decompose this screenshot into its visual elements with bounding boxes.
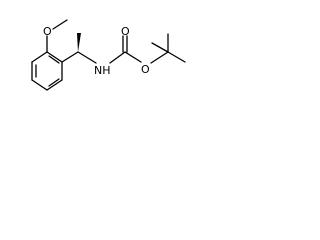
carbamate-group: NH O O [94, 25, 150, 77]
tert-butyl-methyl-bond [167, 51, 186, 63]
tert-butyl-group [150, 33, 186, 64]
chiral-center [61, 33, 97, 64]
ring-bond [46, 79, 63, 91]
ring-bond [31, 51, 48, 63]
carbonyl-oxygen-label: O [121, 25, 130, 38]
oxygen-to-methyl-bond [52, 19, 68, 30]
benzene-ring [31, 51, 63, 91]
ring-to-chiral-bond [61, 51, 79, 63]
ester-oxygen-label: O [141, 63, 150, 76]
amine-nitrogen-label: NH [94, 64, 111, 77]
ring-double-bond-inner [48, 55, 60, 64]
ring-bond [46, 51, 63, 63]
methoxy-oxygen-label: O [43, 25, 52, 38]
molecule-structure: O NH O O [31, 19, 186, 91]
chiral-to-nitrogen-bond [77, 51, 97, 64]
stereo-wedge-bond [77, 33, 81, 52]
ring-bond [31, 79, 48, 91]
carbonyl-to-ester-oxygen-bond [124, 51, 142, 63]
ring-double-bond-inner [48, 78, 60, 87]
tert-butyl-methyl-bond [151, 42, 169, 53]
ester-oxygen-to-quaternary-bond [150, 51, 169, 64]
methoxy-group: O [43, 19, 68, 53]
nitrogen-to-carbonyl-bond [109, 51, 126, 64]
